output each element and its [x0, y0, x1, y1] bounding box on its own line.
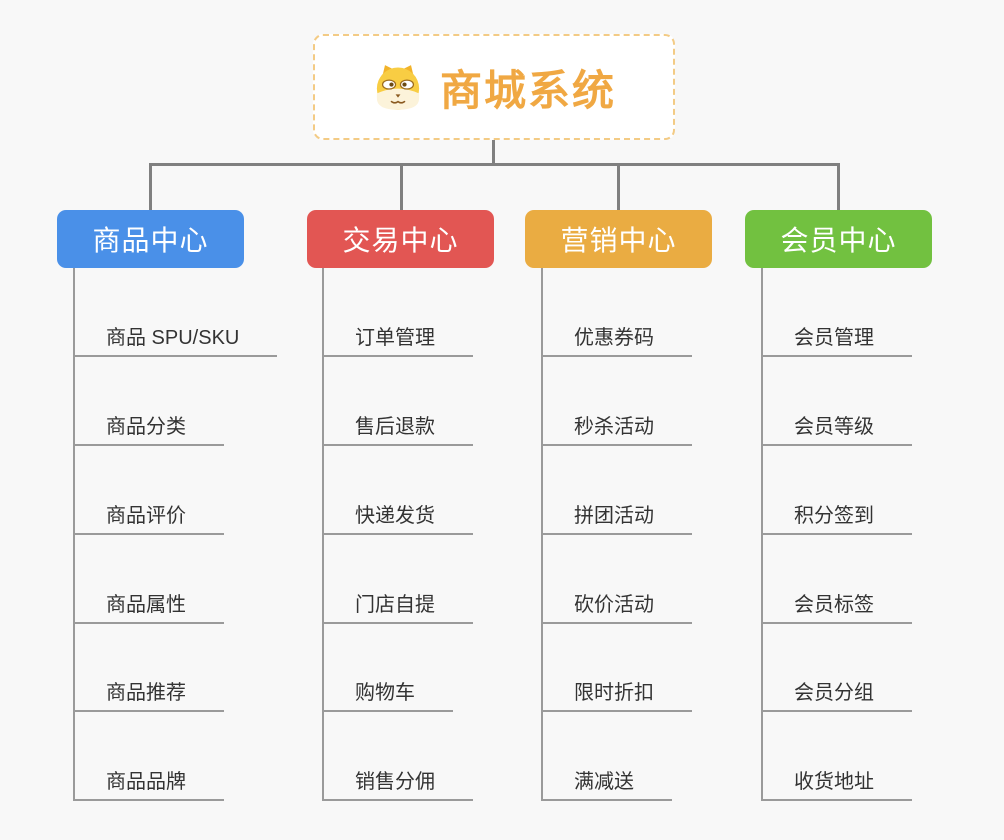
child-topic[interactable]: 商品推荐	[73, 683, 224, 712]
child-topic[interactable]: 满减送	[541, 772, 672, 801]
child-topic[interactable]: 限时折扣	[541, 683, 692, 712]
branch-node-products[interactable]: 商品中心	[57, 210, 244, 268]
child-topic[interactable]: 商品 SPU/SKU	[73, 328, 278, 357]
root-node[interactable]: 商城系统	[313, 34, 675, 140]
child-topic[interactable]: 商品评价	[73, 506, 224, 535]
child-topic[interactable]: 拼团活动	[541, 506, 692, 535]
dog-face-icon	[372, 61, 424, 113]
root-title: 商城系统	[439, 66, 616, 114]
child-topic[interactable]: 销售分佣	[322, 772, 473, 801]
connector-drop	[400, 163, 403, 210]
connector-drop	[617, 163, 620, 210]
child-topic[interactable]: 商品分类	[73, 417, 224, 446]
connector-drop	[149, 163, 152, 210]
connector-drop	[837, 163, 840, 210]
connector-horizontal-bar	[149, 163, 840, 166]
child-topic[interactable]: 会员管理	[761, 328, 912, 357]
child-topic[interactable]: 门店自提	[322, 595, 473, 624]
child-topic[interactable]: 砍价活动	[541, 595, 692, 624]
child-topic[interactable]: 优惠券码	[541, 328, 692, 357]
child-topic[interactable]: 商品属性	[73, 595, 224, 624]
child-topic[interactable]: 订单管理	[322, 328, 473, 357]
branch-node-marketing[interactable]: 营销中心	[525, 210, 712, 268]
child-topic[interactable]: 会员分组	[761, 683, 912, 712]
child-topic[interactable]: 积分签到	[761, 506, 912, 535]
connector-root-stem	[492, 140, 495, 165]
child-topic[interactable]: 秒杀活动	[541, 417, 692, 446]
child-topic[interactable]: 收货地址	[761, 772, 912, 801]
child-topic[interactable]: 商品品牌	[73, 772, 224, 801]
child-topic[interactable]: 会员等级	[761, 417, 912, 446]
child-topic[interactable]: 购物车	[322, 683, 453, 712]
child-topic[interactable]: 会员标签	[761, 595, 912, 624]
branch-node-trade[interactable]: 交易中心	[307, 210, 494, 268]
branch-node-members[interactable]: 会员中心	[745, 210, 932, 268]
child-topic[interactable]: 售后退款	[322, 417, 473, 446]
child-topic[interactable]: 快递发货	[322, 506, 473, 535]
